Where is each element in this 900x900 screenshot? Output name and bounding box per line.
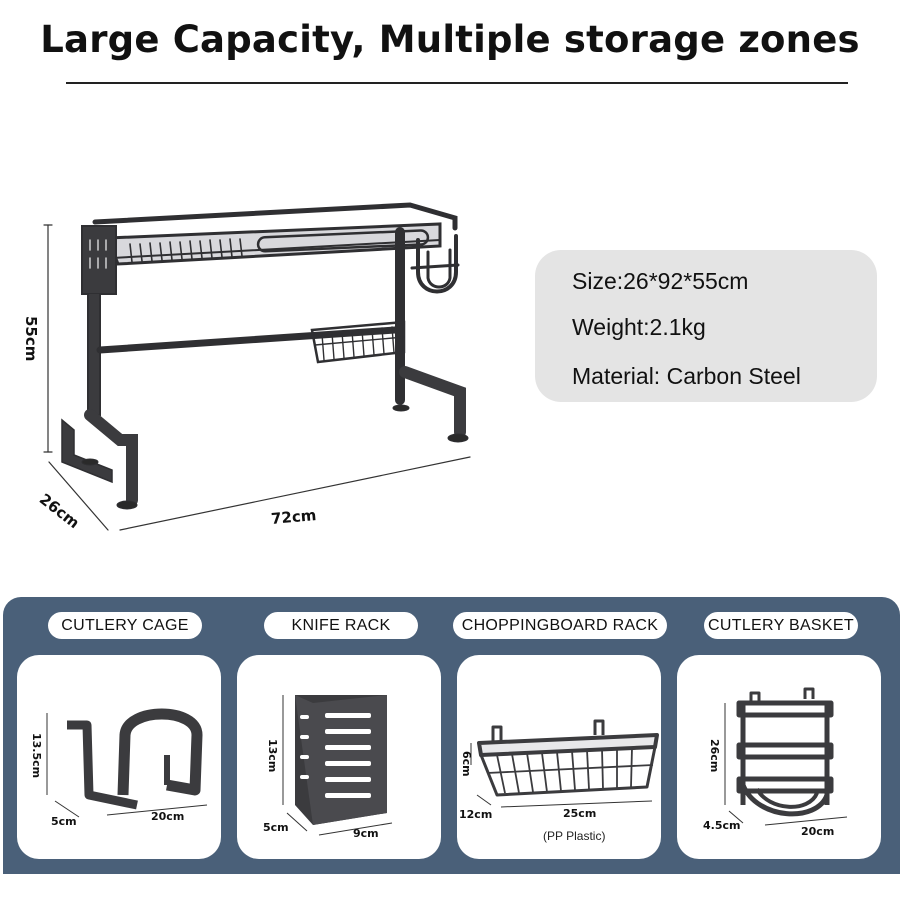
spec-weight: Weight:2.1kg xyxy=(572,314,706,340)
accessory-label-cutlery-cage: CUTLERY CAGE xyxy=(48,612,202,639)
choppingboard-rack-image xyxy=(470,719,659,808)
accessory-label-knife-rack: KNIFE RACK xyxy=(264,612,418,639)
accessory-label-cutlery-basket: CUTLERY BASKET xyxy=(704,612,858,639)
board-depth-label: 12cm xyxy=(459,808,493,821)
card-choppingboard-rack: 6cm 12cm 25cm (PP Plastic) xyxy=(457,655,661,859)
card-cutlery-cage: 13.5cm 5cm 20cm xyxy=(17,655,221,859)
title-divider xyxy=(66,82,848,84)
knife-rack-image xyxy=(282,695,393,836)
knife-width-label: 9cm xyxy=(353,827,379,840)
board-width-label: 25cm xyxy=(563,807,597,820)
page-title: Large Capacity, Multiple storage zones xyxy=(40,18,860,61)
cage-depth-label: 5cm xyxy=(51,815,77,828)
accessory-label-choppingboard-rack: CHOPPINGBOARD RACK xyxy=(453,612,667,639)
specs-box: Size:26*92*55cm Weight:2.1kg Material: C… xyxy=(535,250,877,402)
height-dimension-label: 55cm xyxy=(22,316,40,362)
card-knife-rack: 13cm 5cm 9cm xyxy=(237,655,441,859)
knife-depth-label: 5cm xyxy=(263,821,289,834)
cage-height-label: 13.5cm xyxy=(30,733,43,779)
spec-material: Material: Carbon Steel xyxy=(572,363,801,389)
board-height-label: 6cm xyxy=(460,751,473,777)
knife-height-label: 13cm xyxy=(266,739,279,773)
card-cutlery-basket: 26cm 4.5cm 20cm xyxy=(677,655,881,859)
cutlery-cage-image xyxy=(46,708,208,818)
board-material-note: (PP Plastic) xyxy=(543,829,606,843)
dish-rack-image xyxy=(43,202,471,531)
cutlery-basket-image xyxy=(724,687,848,826)
basket-width-label: 20cm xyxy=(801,825,835,838)
spec-size: Size:26*92*55cm xyxy=(572,268,749,294)
basket-depth-label: 4.5cm xyxy=(703,819,741,832)
cage-width-label: 20cm xyxy=(151,810,185,823)
basket-height-label: 26cm xyxy=(708,739,721,773)
